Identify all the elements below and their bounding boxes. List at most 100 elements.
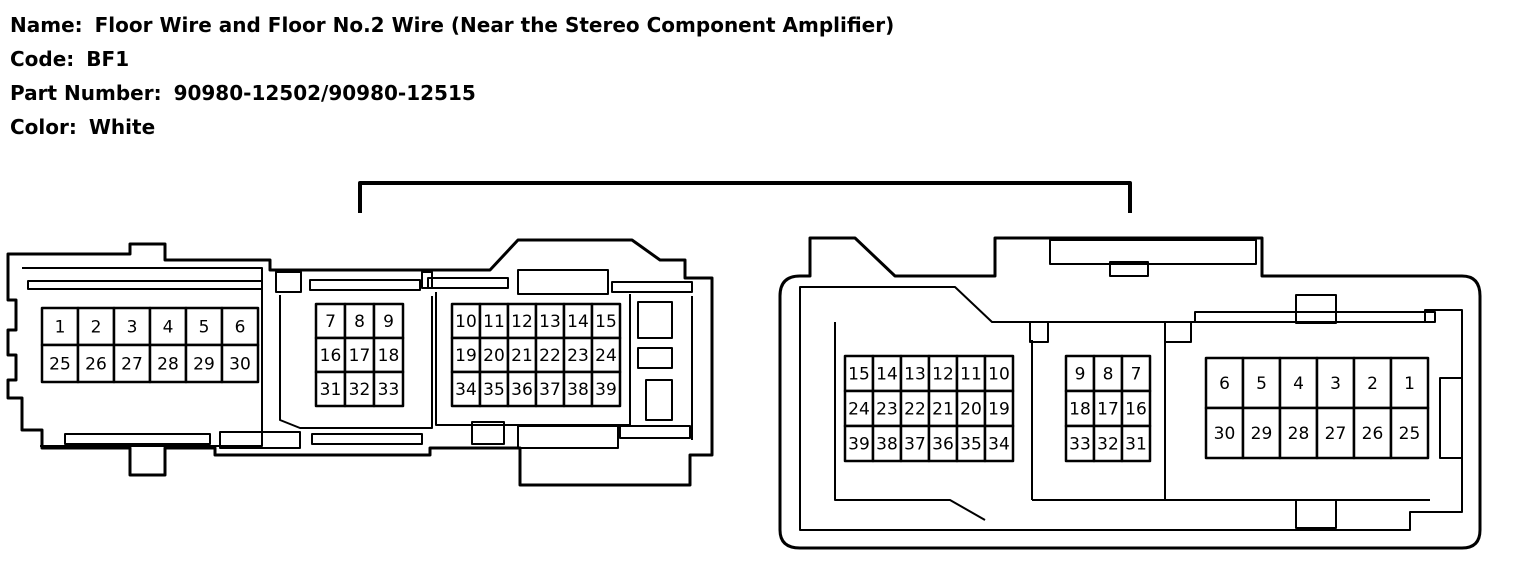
name-row: Name:Floor Wire and Floor No.2 Wire (Nea… xyxy=(10,8,894,42)
code-row: Code: BF1 xyxy=(10,42,894,76)
terminal-number: 20 xyxy=(960,400,982,420)
code-label: Code: xyxy=(10,47,75,71)
color-row: Color:White xyxy=(10,110,894,144)
terminal-number: 15 xyxy=(848,365,870,385)
terminal-number: 23 xyxy=(876,400,898,420)
terminal-cell xyxy=(534,336,566,374)
terminal-number: 9 xyxy=(1075,365,1086,385)
terminal-number: 14 xyxy=(876,365,898,385)
terminal-number: 25 xyxy=(1399,424,1421,444)
terminal-number: 17 xyxy=(1097,400,1119,420)
terminal-cell xyxy=(184,306,224,347)
terminal-number: 5 xyxy=(199,318,210,338)
terminal-number: 37 xyxy=(904,435,926,455)
terminal-number: 18 xyxy=(1069,400,1091,420)
terminal-number: 34 xyxy=(455,380,477,400)
terminal-number: 32 xyxy=(349,380,371,400)
connector-info: Name:Floor Wire and Floor No.2 Wire (Nea… xyxy=(10,8,894,144)
terminal-cell xyxy=(76,306,116,347)
terminal-number: 37 xyxy=(539,380,561,400)
terminal-number: 7 xyxy=(325,312,336,332)
terminal-number: 10 xyxy=(988,365,1010,385)
terminal-cell xyxy=(1278,406,1319,460)
terminal-cell xyxy=(562,370,594,408)
terminal-number: 2 xyxy=(1367,374,1378,394)
terminal-number: 15 xyxy=(595,312,617,332)
terminal-number: 34 xyxy=(988,435,1010,455)
terminal-cell xyxy=(372,370,405,408)
terminal-number: 35 xyxy=(960,435,982,455)
terminal-number: 8 xyxy=(354,312,365,332)
terminal-cell xyxy=(1204,356,1245,410)
terminal-number: 17 xyxy=(349,346,371,366)
terminal-number: 28 xyxy=(157,355,179,375)
part-number-value: 90980-12502/90980-12515 xyxy=(173,81,476,105)
terminal-cell xyxy=(843,389,875,428)
terminal-number: 39 xyxy=(595,380,617,400)
terminal-cell xyxy=(1120,424,1152,463)
name-label: Name: xyxy=(10,13,83,37)
terminal-cell xyxy=(871,424,903,463)
terminal-number: 21 xyxy=(932,400,954,420)
terminal-number: 12 xyxy=(932,365,954,385)
terminal-cell xyxy=(955,354,987,393)
terminal-number: 8 xyxy=(1103,365,1114,385)
terminal-cell xyxy=(983,424,1015,463)
terminal-number: 38 xyxy=(567,380,589,400)
terminal-number: 33 xyxy=(378,380,400,400)
terminal-number: 39 xyxy=(848,435,870,455)
part-number-row: Part Number: 90980-12502/90980-12515 xyxy=(10,76,894,110)
terminal-number: 18 xyxy=(378,346,400,366)
terminal-number: 6 xyxy=(235,318,246,338)
terminal-number: 13 xyxy=(539,312,561,332)
terminal-number: 1 xyxy=(55,318,66,338)
terminal-number: 21 xyxy=(511,346,533,366)
terminal-number: 3 xyxy=(127,318,138,338)
terminal-cell xyxy=(1389,406,1430,460)
terminal-number: 32 xyxy=(1097,435,1119,455)
terminal-cell xyxy=(843,354,875,393)
terminal-cell xyxy=(983,354,1015,393)
terminal-cell xyxy=(314,336,347,374)
terminal-number: 26 xyxy=(1362,424,1384,444)
terminal-number: 35 xyxy=(483,380,505,400)
terminal-number: 19 xyxy=(988,400,1010,420)
terminal-number: 20 xyxy=(483,346,505,366)
terminal-cell xyxy=(843,424,875,463)
terminal-cell xyxy=(1120,354,1152,393)
terminal-number: 31 xyxy=(1125,435,1147,455)
terminal-number: 22 xyxy=(904,400,926,420)
terminal-number: 2 xyxy=(91,318,102,338)
terminal-cell xyxy=(1120,389,1152,428)
terminal-cell xyxy=(1204,406,1245,460)
terminal-number: 31 xyxy=(320,380,342,400)
terminal-number: 28 xyxy=(1288,424,1310,444)
color-label: Color: xyxy=(10,115,77,139)
terminal-number: 27 xyxy=(121,355,143,375)
terminal-cell xyxy=(184,343,224,384)
terminal-number: 4 xyxy=(1293,374,1304,394)
terminal-number: 36 xyxy=(511,380,533,400)
terminal-cell xyxy=(590,336,622,374)
terminal-number: 26 xyxy=(85,355,107,375)
code-value: BF1 xyxy=(86,47,130,71)
terminal-cell xyxy=(1389,356,1430,410)
terminal-cell xyxy=(112,343,152,384)
terminal-number: 36 xyxy=(932,435,954,455)
part-number-label: Part Number: xyxy=(10,81,162,105)
terminal-cell xyxy=(220,306,260,347)
terminal-cell xyxy=(534,370,566,408)
terminal-number: 11 xyxy=(483,312,505,332)
terminal-cell xyxy=(955,424,987,463)
terminal-number: 16 xyxy=(320,346,342,366)
terminal-cell xyxy=(1315,406,1356,460)
terminal-number: 11 xyxy=(960,365,982,385)
